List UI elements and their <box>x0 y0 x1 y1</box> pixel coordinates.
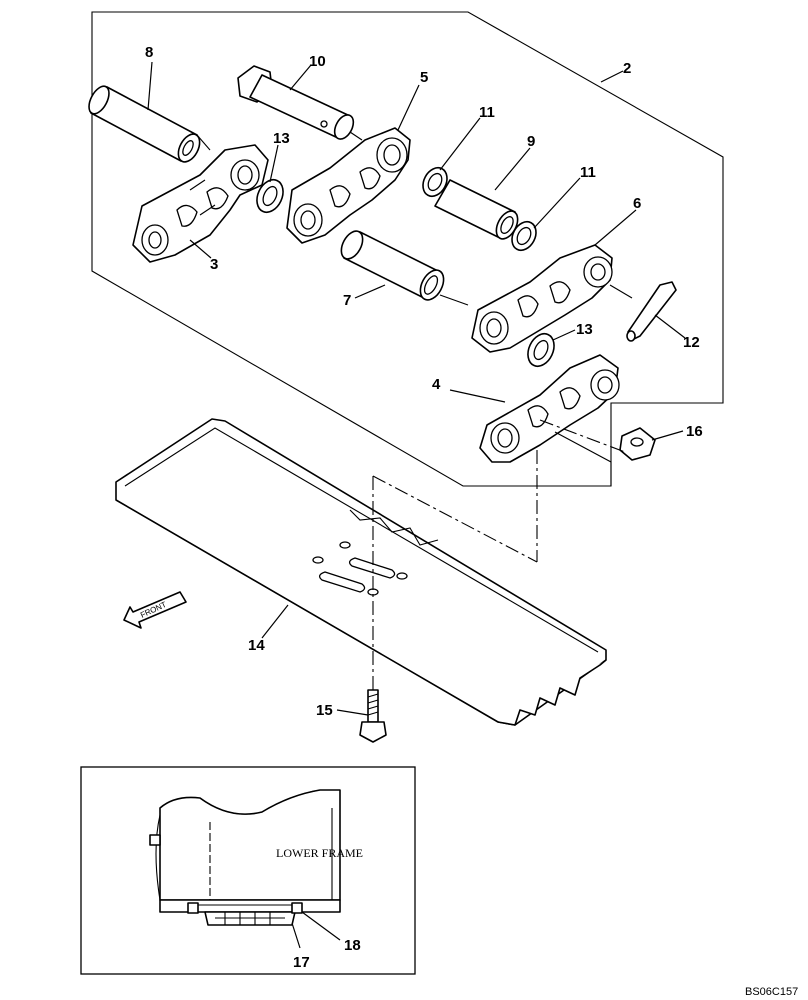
master-pin-10 <box>237 65 363 141</box>
bushing-9 <box>434 179 519 240</box>
track-link-5 <box>286 127 411 244</box>
callout-3: 3 <box>210 256 218 273</box>
callout-7: 7 <box>343 292 351 309</box>
callout-13-lower: 13 <box>576 321 593 338</box>
pin-8 <box>88 85 211 163</box>
callout-12: 12 <box>683 334 700 351</box>
track-shoe-14 <box>115 418 607 726</box>
front-arrow: FRONT <box>123 591 187 629</box>
callout-18: 18 <box>344 937 361 954</box>
alignment-line-nut <box>539 419 626 453</box>
seal-13-lower <box>527 332 555 368</box>
lower-frame-inset: LOWER FRAME 17 18 <box>80 766 416 975</box>
bolt-15 <box>359 689 387 743</box>
callout-6: 6 <box>633 195 641 212</box>
callout-9: 9 <box>527 133 535 150</box>
seal-13-upper <box>256 178 284 214</box>
callout-14: 14 <box>248 637 265 654</box>
callout-2: 2 <box>623 60 631 77</box>
callout-16: 16 <box>686 423 703 440</box>
leader-lines <box>147 61 686 716</box>
lock-pin-12 <box>626 281 677 342</box>
nut-16 <box>619 427 656 461</box>
track-link-6 <box>471 244 633 353</box>
callout-8: 8 <box>145 44 153 61</box>
lower-frame-label: LOWER FRAME <box>276 846 363 860</box>
callout-13-upper: 13 <box>273 130 290 147</box>
callout-5: 5 <box>420 69 428 86</box>
track-link-4 <box>479 354 620 486</box>
seal-11-upper <box>422 166 448 198</box>
drawing-id: BS06C157 <box>745 986 798 998</box>
callout-11-upper: 11 <box>479 104 495 121</box>
callout-4: 4 <box>432 376 441 393</box>
seal-11-lower <box>511 220 537 252</box>
callout-11-lower: 11 <box>580 164 596 181</box>
callout-10: 10 <box>309 53 326 70</box>
callout-17: 17 <box>293 954 310 971</box>
assembly-outline <box>91 11 724 487</box>
alignment-line-shoe <box>372 475 538 563</box>
bushing-7 <box>340 230 469 306</box>
callout-15: 15 <box>316 702 333 719</box>
track-link-3 <box>132 144 269 263</box>
